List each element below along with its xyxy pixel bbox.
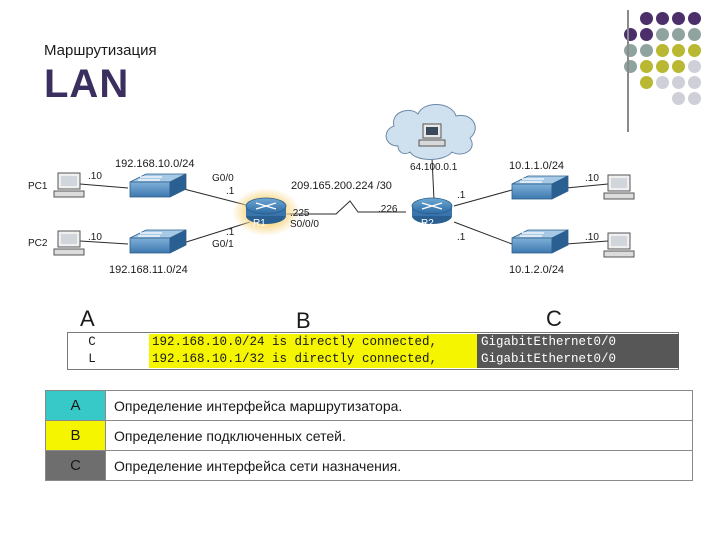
decor-dot	[656, 12, 669, 25]
link-r1-r2-serial	[282, 200, 406, 215]
routing-table-excerpt: C 192.168.10.0/24 is directly connected,…	[67, 332, 679, 370]
legend-table: A Определение интерфейса маршрутизатора.…	[45, 390, 693, 481]
r2-serial-ip-label: .226	[378, 204, 398, 215]
page-subtitle: Маршрутизация	[44, 42, 157, 59]
legend-row: B Определение подключенных сетей.	[45, 420, 693, 451]
network-label-bottom-right: 10.1.2.0/24	[509, 264, 565, 276]
pc1-label: PC1	[28, 181, 48, 192]
r1-g00-ip-label: .1	[226, 186, 235, 197]
decor-dot	[672, 76, 685, 89]
legend-key-a: A	[45, 390, 106, 421]
pc-bottom-right-host-label: .10	[585, 232, 599, 243]
decor-dot	[672, 44, 685, 57]
pc2-host-label: .10	[88, 232, 102, 243]
switch-icon-bottom-right	[511, 229, 569, 254]
decor-dot	[656, 60, 669, 73]
route-interface: GigabitEthernet0/0	[477, 334, 679, 351]
link-r2-sw3	[453, 189, 513, 207]
internet-ip-label: 64.100.0.1	[410, 162, 458, 173]
route-row: L 192.168.10.1/32 is directly connected,…	[68, 351, 679, 368]
r2-top-ip-label: .1	[457, 190, 466, 201]
legend-row: C Определение интерфейса сети назначения…	[45, 450, 693, 481]
link-pc2-sw2	[79, 240, 129, 245]
pc1-host-label: .10	[88, 171, 102, 182]
network-label-top-left: 192.168.10.0/24	[115, 158, 195, 170]
pc-icon-pc2	[53, 230, 85, 256]
router-icon-r1	[232, 188, 300, 236]
decor-dot	[688, 28, 701, 41]
r2-bottom-ip-label: .1	[457, 232, 466, 243]
column-letter-b: B	[296, 308, 311, 333]
legend-text-a: Определение интерфейса маршрутизатора.	[105, 390, 693, 421]
decor-dot	[688, 76, 701, 89]
page-title: LAN	[44, 62, 130, 106]
decor-dot	[640, 76, 653, 89]
router-icon-r2	[411, 197, 453, 224]
decor-dot	[656, 76, 669, 89]
legend-text-b: Определение подключенных сетей.	[105, 420, 693, 451]
link-r2-internet	[431, 157, 435, 201]
pc-icon-bottom-right	[603, 232, 635, 258]
network-label-top-right: 10.1.1.0/24	[509, 160, 565, 172]
legend-row: A Определение интерфейса маршрутизатора.	[45, 390, 693, 421]
pc-top-right-host-label: .10	[585, 173, 599, 184]
link-sw4-pc4	[565, 240, 609, 245]
server-icon	[418, 123, 446, 147]
decor-dot	[640, 28, 653, 41]
route-code: C	[88, 335, 96, 349]
decor-dot	[640, 12, 653, 25]
legend-text-c: Определение интерфейса сети назначения.	[105, 450, 693, 481]
pc-icon-pc1	[53, 172, 85, 198]
switch-icon-bottom-left	[129, 229, 187, 254]
wan-network-label: 209.165.200.224 /30	[291, 180, 392, 192]
pc2-label: PC2	[28, 238, 48, 249]
link-pc1-sw1	[79, 183, 129, 189]
column-letter-a: A	[80, 306, 95, 331]
r1-g01-ip-label: .1	[226, 227, 235, 238]
router-r2-name: R2	[421, 218, 434, 229]
switch-icon-top-left	[129, 173, 187, 198]
r1-serial-if-label: S0/0/0	[290, 219, 319, 230]
column-letter-c: C	[546, 306, 562, 331]
network-topology-diagram	[53, 104, 635, 258]
decor-dot	[672, 60, 685, 73]
decor-dot	[656, 44, 669, 57]
decor-dot	[640, 44, 653, 57]
router-r1-name: R1	[253, 218, 266, 229]
r1-serial-ip-label: .225	[290, 208, 310, 219]
legend-key-c: C	[45, 450, 106, 481]
decor-dot	[672, 12, 685, 25]
decor-dot	[688, 44, 701, 57]
legend-key-b: B	[45, 420, 106, 451]
decor-dot	[672, 92, 685, 105]
route-row: C 192.168.10.0/24 is directly connected,…	[68, 334, 679, 351]
link-r2-sw4	[453, 221, 513, 245]
route-interface: GigabitEthernet0/0	[477, 351, 679, 368]
decor-dot	[640, 60, 653, 73]
decor-dot	[688, 60, 701, 73]
decor-dot	[688, 92, 701, 105]
r1-g01-label: G0/1	[212, 239, 234, 250]
route-code: L	[88, 352, 96, 366]
route-network: 192.168.10.0/24 is directly connected,	[149, 334, 477, 351]
r1-g00-label: G0/0	[212, 173, 234, 184]
pc-icon-top-right	[603, 174, 635, 200]
route-network: 192.168.10.1/32 is directly connected,	[149, 351, 477, 368]
link-sw3-pc3	[565, 183, 609, 189]
switch-icon-top-right	[511, 175, 569, 200]
decor-dot	[688, 12, 701, 25]
decor-dot	[672, 28, 685, 41]
decor-dot	[656, 28, 669, 41]
decor-vertical-line	[627, 10, 629, 132]
network-label-bottom-left: 192.168.11.0/24	[109, 264, 188, 276]
